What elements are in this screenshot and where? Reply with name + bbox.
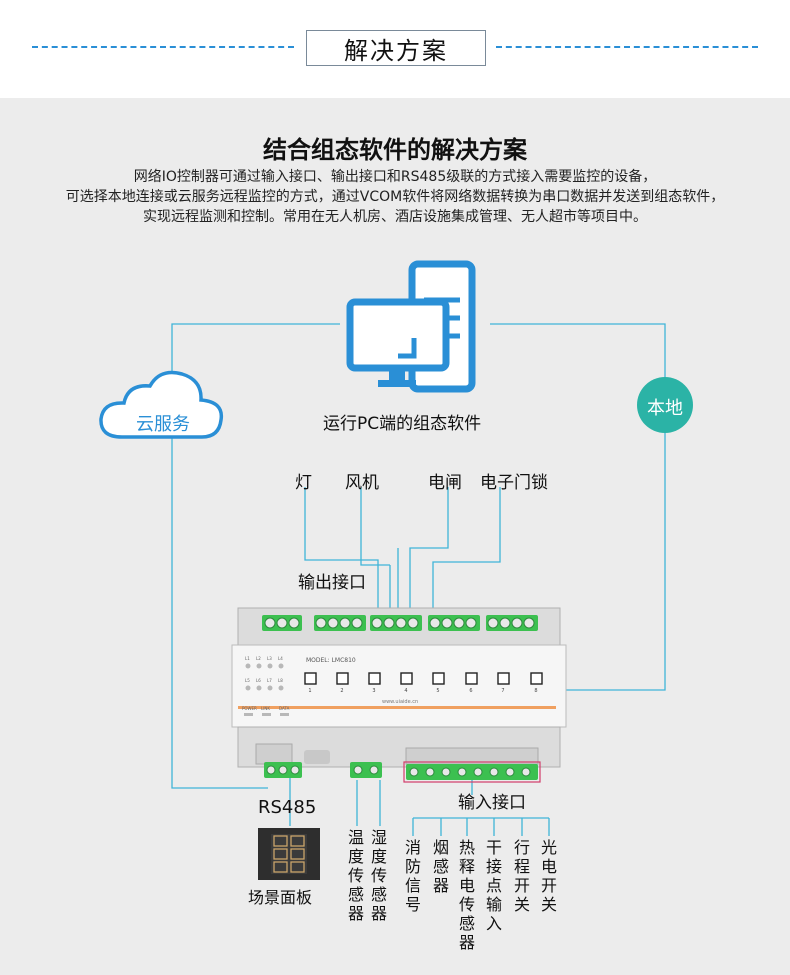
led-label: L2 [256, 656, 261, 661]
description-line-3: 实现远程监测和控制。常用在无人机房、酒店设施集成管理、无人超市等项目中。 [143, 209, 647, 225]
sensor-temperature-label: 温度传感器 [347, 828, 364, 923]
description-line-2: 可选择本地连接或云服务远程监控的方式，通过VCOM软件将网络数据转换为串口数据并… [65, 189, 725, 205]
output-device-light: 灯 [295, 473, 312, 493]
cloud-icon [99, 370, 224, 439]
connection-lines [171, 323, 666, 836]
header-dash-right [496, 46, 758, 48]
output-interface-label: 输出接口 [298, 573, 366, 593]
section-title: 解决方案 [306, 30, 486, 66]
rs485-label: RS485 [258, 797, 317, 818]
input-interface-label: 输入接口 [458, 793, 526, 813]
local-label: 本地 [647, 398, 683, 419]
pc-label: 运行PC端的组态软件 [323, 414, 482, 434]
input-fire-signal-label: 消防信号 [404, 838, 421, 914]
output-device-fan: 风机 [345, 473, 379, 493]
controller-leds [244, 663, 289, 716]
input-photo-switch-label: 光电开关 [540, 838, 557, 914]
controller-model: MODEL: LMC810 [306, 657, 356, 664]
controller-led-labels: L1 L2 L3 L4 L5 L6 L7 L8 POWER LINK DATA [242, 656, 290, 711]
channel-number: 8 [534, 688, 537, 694]
status-label: DATA [279, 706, 290, 711]
channel-number: 4 [404, 688, 407, 694]
scene-panel-icon [258, 828, 320, 880]
channel-keys [304, 672, 543, 685]
output-device-switch: 电闸 [428, 473, 462, 493]
bottom-terminal-screws [266, 765, 531, 777]
input-pir-sensor-label: 热释电传感器 [458, 838, 475, 952]
scene-panel-label: 场景面板 [248, 888, 313, 907]
input-dry-contact-label: 干接点输入 [485, 838, 502, 933]
channel-number: 5 [436, 688, 439, 694]
led-label: L7 [267, 678, 272, 683]
controller-website: www.uiaide.cn [382, 699, 418, 705]
headline: 结合组态软件的解决方案 [263, 136, 527, 164]
channel-number: 2 [340, 688, 343, 694]
led-label: L5 [245, 678, 250, 683]
led-label: L6 [256, 678, 261, 683]
pc-icon [346, 260, 476, 393]
led-label: L3 [267, 656, 272, 661]
channel-numbers: 1 2 3 4 5 6 7 8 [308, 688, 537, 694]
output-terminal-screws [264, 617, 535, 629]
status-label: LINK [261, 706, 270, 711]
description-line-1: 网络IO控制器可通过输入接口、输出接口和RS485级联的方式接入需要监控的设备， [133, 169, 657, 185]
input-travel-switch-label: 行程开关 [513, 838, 530, 914]
input-smoke-sensor-label: 烟感器 [432, 838, 449, 895]
channel-number: 1 [308, 688, 311, 694]
led-label: L8 [278, 678, 283, 683]
local-circle-icon [637, 377, 693, 433]
led-label: L4 [278, 656, 283, 661]
channel-number: 7 [501, 688, 504, 694]
channel-number: 3 [372, 688, 375, 694]
status-label: POWER [242, 706, 257, 711]
sensor-humidity-label: 湿度传感器 [370, 828, 387, 923]
header-dash-left [32, 46, 294, 48]
output-device-lock: 电子门锁 [480, 473, 548, 493]
cloud-label: 云服务 [136, 414, 190, 435]
input-terminal-highlight [403, 761, 541, 783]
channel-number: 6 [469, 688, 472, 694]
led-label: L1 [245, 656, 250, 661]
